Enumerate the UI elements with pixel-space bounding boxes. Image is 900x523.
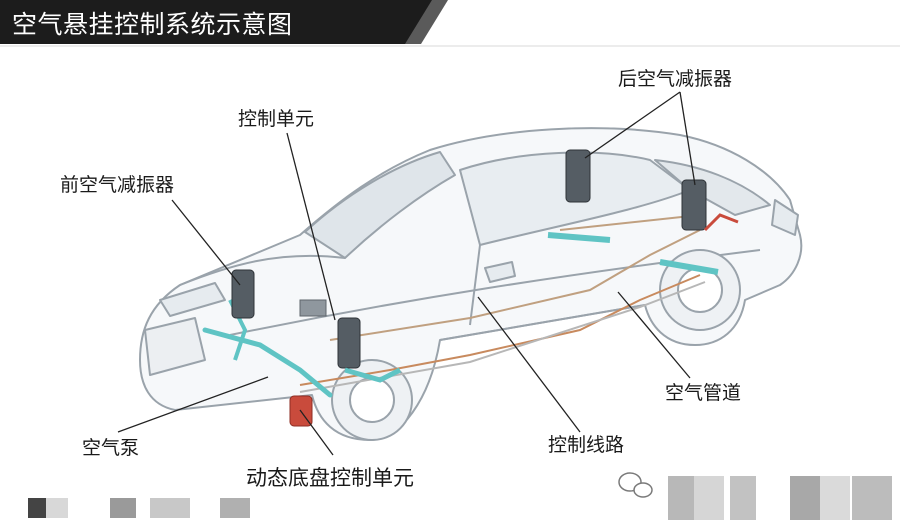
label-control-wiring: 控制线路 xyxy=(548,434,625,456)
label-control-unit: 控制单元 xyxy=(238,108,315,130)
label-air-pump: 空气泵 xyxy=(82,437,140,459)
door-line xyxy=(469,244,481,326)
blur-block xyxy=(730,476,756,520)
title-band xyxy=(0,0,445,44)
wiring-run xyxy=(329,229,701,341)
blur-block xyxy=(28,498,46,518)
front-left-strut xyxy=(231,269,255,319)
label-air-pipe: 空气管道 xyxy=(665,382,742,404)
wechat-bubble-small xyxy=(633,482,653,498)
wechat-bubble-large xyxy=(618,472,642,492)
front-module xyxy=(299,299,327,317)
rear-right-strut xyxy=(681,179,707,231)
leader-dynamic-chassis xyxy=(299,409,334,456)
blur-block xyxy=(110,498,136,518)
sill-line xyxy=(439,304,646,341)
car-body xyxy=(139,127,803,441)
front-grille xyxy=(144,317,206,376)
leader-rear-shock-a xyxy=(584,91,681,159)
blur-block xyxy=(150,498,190,518)
blur-block xyxy=(820,476,850,520)
side-mirror xyxy=(484,261,516,283)
blur-block xyxy=(694,476,724,520)
label-front-shock: 前空气减振器 xyxy=(60,174,175,196)
rear-window xyxy=(654,159,771,216)
leader-control-unit xyxy=(286,132,336,321)
title-accent-stripe xyxy=(405,0,448,44)
front-right-arm xyxy=(344,367,402,383)
wechat-logo xyxy=(618,472,653,498)
rear-right-link xyxy=(703,213,739,232)
rear-suspension xyxy=(547,149,739,275)
leader-control-wiring xyxy=(477,296,581,433)
page-title: 空气悬挂控制系统示意图 xyxy=(12,10,293,39)
windshield xyxy=(304,151,456,259)
front-wheel-hub xyxy=(349,377,395,423)
leader-rear-shock-b xyxy=(679,91,696,186)
rear-cross-line xyxy=(559,214,701,231)
headlight xyxy=(159,282,226,317)
label-rear-shock: 后空气减振器 xyxy=(618,68,733,90)
watermark-blocks xyxy=(28,476,892,520)
label-dynamic-chassis-unit: 动态底盘控制单元 xyxy=(246,466,414,490)
leader-front-shock xyxy=(171,199,241,286)
front-control-arm xyxy=(202,327,333,398)
front-right-strut xyxy=(337,317,361,369)
tail-light xyxy=(771,199,799,236)
leader-air-pipe xyxy=(617,291,691,379)
leader-air-pump xyxy=(117,376,269,433)
blur-block xyxy=(220,498,250,518)
blur-block xyxy=(46,498,68,518)
blur-block xyxy=(790,476,820,520)
blur-block xyxy=(852,476,892,520)
rear-left-arm xyxy=(547,232,611,243)
air-pipe-run xyxy=(299,274,701,386)
hood-line xyxy=(179,254,346,286)
rear-right-arm xyxy=(659,259,719,275)
rear-left-strut xyxy=(565,149,591,203)
blur-block xyxy=(668,476,694,520)
leader-lines xyxy=(117,91,696,456)
